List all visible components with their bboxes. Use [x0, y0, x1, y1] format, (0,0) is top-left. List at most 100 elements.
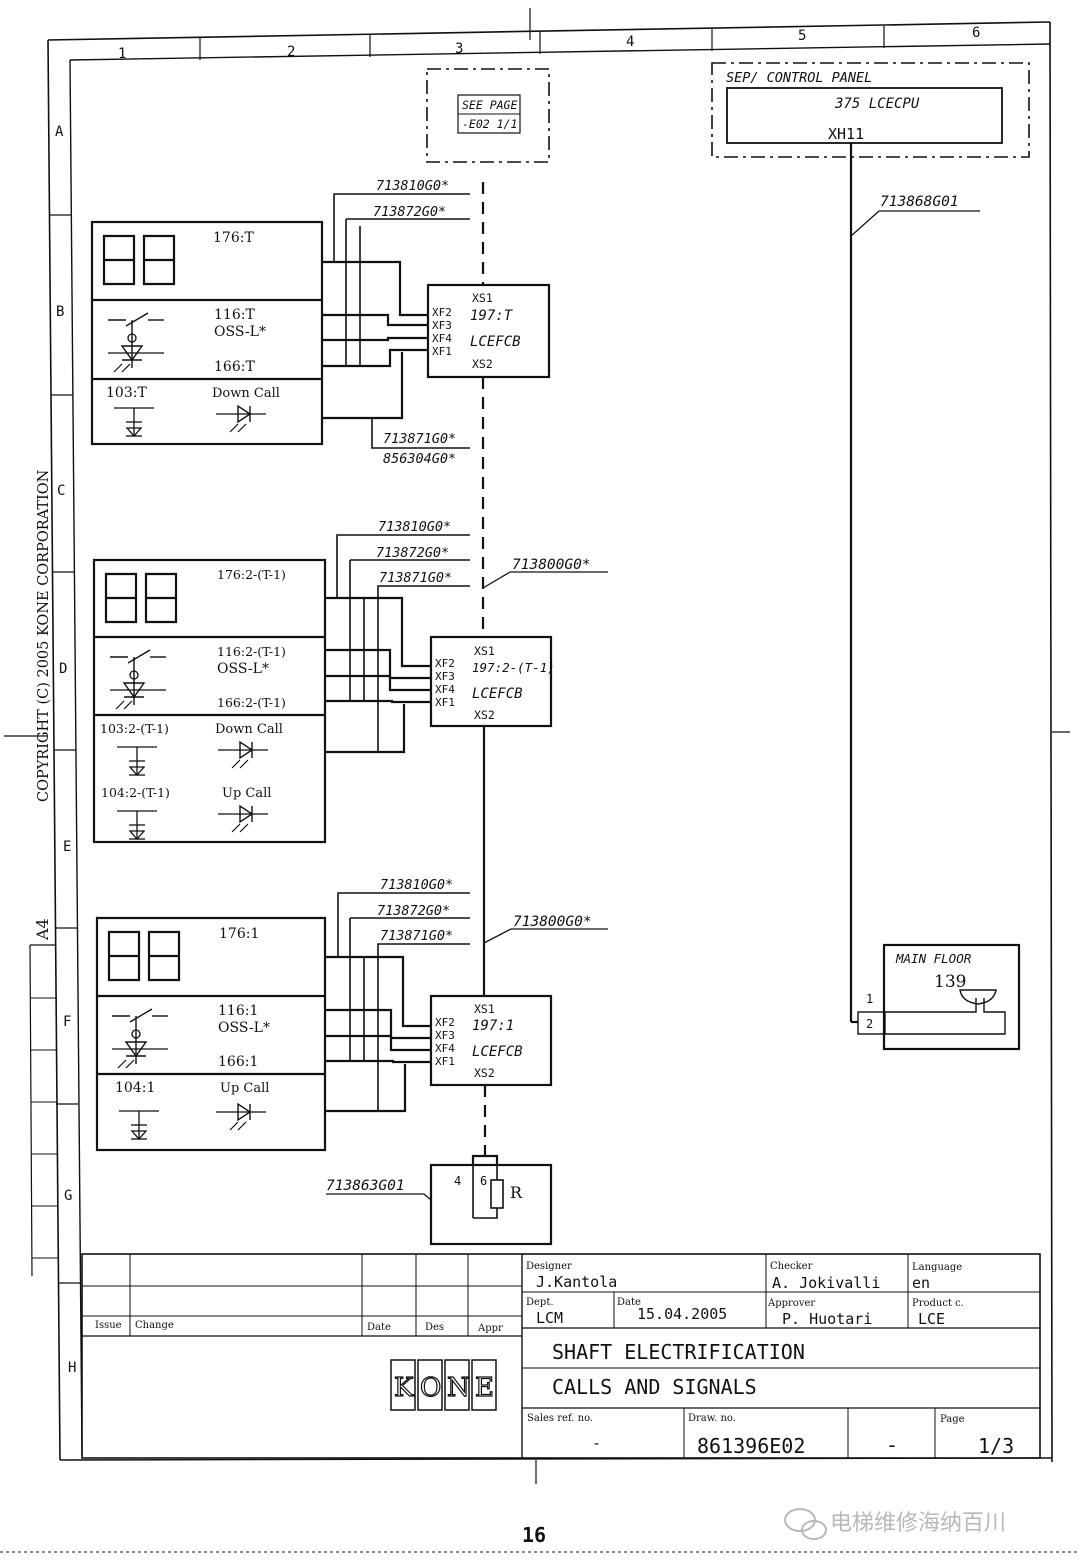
group2-board-xs2: XS2 — [474, 708, 495, 722]
group1-cable-bottom-2: 856304G0* — [383, 451, 456, 467]
main-floor-cable — [849, 143, 980, 1024]
seven-segment-display-icon — [107, 930, 181, 982]
group3-board-xs2: XS2 — [474, 1066, 495, 1080]
column-label-2: 2 — [287, 44, 295, 60]
group3-board-xs1: XS1 — [474, 1002, 495, 1016]
kone-logo-letter-n: N — [447, 1373, 470, 1403]
terminator-resistor-label: R — [510, 1183, 523, 1202]
row-label-h: H — [68, 1360, 76, 1376]
group2-board-type: LCEFCB — [472, 686, 523, 702]
group-ground-floor — [95, 892, 553, 1152]
watermark-text: 电梯维修海纳百川 — [830, 1511, 1006, 1536]
copyright-text: COPYRIGHT (C) 2005 KONE CORPORATION — [36, 469, 52, 802]
row-label-d: D — [59, 661, 67, 677]
group1-pin-xf1: XF1 — [432, 345, 452, 358]
seven-segment-display-icon — [104, 572, 178, 624]
drawing-title-line2: CALLS AND SIGNALS — [552, 1375, 757, 1399]
group1-pin-xf3: XF3 — [432, 319, 452, 332]
drawing-number-suffix: - — [886, 1433, 898, 1457]
group1-call-code: 103:T — [106, 385, 147, 401]
group-top-floor — [90, 193, 551, 449]
group2-pin-xf1: XF1 — [435, 696, 455, 709]
group1-oss-bottom: 166:T — [214, 359, 255, 375]
group-middle-floors — [92, 534, 553, 844]
terminator-cable-label: 713863G01 — [326, 1178, 405, 1194]
terminator-pin-6: 6 — [480, 1174, 487, 1188]
product-label: Product c. — [912, 1298, 964, 1309]
row-label-c: C — [57, 483, 65, 499]
title-block — [81, 1253, 1041, 1459]
group2-display-code: 176:2-(T-1) — [217, 567, 286, 582]
group1-cable-top-1: 713810G0* — [376, 178, 449, 194]
product-value: LCE — [918, 1310, 945, 1328]
seven-segment-display-icon — [102, 234, 176, 286]
terminator-pin-4: 4 — [454, 1174, 461, 1188]
group3-pin-xf4: XF4 — [435, 1042, 455, 1055]
row-label-e: E — [63, 839, 71, 855]
terminator-box — [326, 1154, 553, 1246]
see-page-line2: -E02 1/1 — [462, 117, 517, 131]
control-panel-title: SEP/ CONTROL PANEL — [726, 70, 872, 86]
group3-pin-xf2: XF2 — [435, 1016, 455, 1029]
group1-oss-top: 116:T — [214, 307, 255, 323]
page-label: Page — [940, 1414, 965, 1425]
group1-pin-xf2: XF2 — [432, 306, 452, 319]
group2-pin-xf4: XF4 — [435, 683, 455, 696]
group2-call-code-1: 103:2-(T-1) — [100, 721, 169, 736]
column-label-6: 6 — [972, 25, 980, 41]
group2-cable-top-3: 713871G0* — [379, 570, 452, 586]
page-value: 1/3 — [978, 1434, 1014, 1458]
paper-size-label: A4 — [33, 918, 52, 941]
call-button-icon — [117, 746, 157, 776]
oss-light-switch-icon — [112, 1008, 168, 1069]
kone-logo — [390, 1359, 497, 1411]
group2-board-xs1: XS1 — [474, 644, 495, 658]
main-floor-code: 139 — [934, 972, 966, 992]
group1-board-xs1: XS1 — [472, 291, 493, 305]
row-label-a: A — [55, 124, 64, 140]
date-label: Date — [617, 1297, 641, 1308]
page-number: 16 — [522, 1523, 546, 1547]
designer-value: J.Kantola — [536, 1273, 617, 1291]
oss-light-switch-icon — [108, 312, 164, 373]
group2-oss-top: 116:2-(T-1) — [217, 644, 286, 659]
titleblock-date-col-label: Date — [367, 1322, 391, 1333]
group2-call-label-1: Down Call — [215, 722, 283, 737]
group3-oss-name: OSS-L* — [218, 1020, 270, 1036]
call-lamp-icon — [218, 740, 268, 769]
oss-light-switch-icon — [110, 649, 166, 710]
column-label-1: 1 — [118, 46, 126, 62]
group2-oss-name: OSS-L* — [217, 661, 269, 677]
titleblock-des-col-label: Des — [425, 1322, 444, 1333]
bus-cable-label-1: 713800G0* — [512, 557, 591, 573]
column-label-4: 4 — [626, 34, 634, 50]
group1-cable-bottom-1: 713871G0* — [383, 431, 456, 447]
dept-label: Dept. — [526, 1297, 554, 1308]
group1-oss-name: OSS-L* — [214, 324, 266, 340]
kone-logo-letter-e: E — [475, 1373, 494, 1403]
group3-oss-top: 116:1 — [218, 1003, 258, 1019]
see-page-box — [426, 68, 550, 163]
group2-call-code-2: 104:2-(T-1) — [101, 785, 170, 800]
group3-oss-bottom: 166:1 — [218, 1054, 258, 1070]
group1-display-code: 176:T — [213, 230, 254, 246]
group2-cable-top-2: 713872G0* — [376, 545, 449, 561]
control-panel-cpu: 375 LCECPU — [834, 96, 920, 112]
call-lamp-icon — [218, 804, 268, 833]
drawing-number-value: 861396E02 — [697, 1434, 805, 1458]
sheet-frame — [4, 8, 1070, 1484]
designer-label: Designer — [526, 1261, 572, 1272]
group2-pin-xf3: XF3 — [435, 670, 455, 683]
approver-label: Approver — [767, 1298, 815, 1309]
main-floor-pin-2: 2 — [866, 1017, 873, 1031]
group1-call-label: Down Call — [212, 386, 280, 401]
group1-board-type: LCEFCB — [470, 334, 521, 350]
bus-cable-label-2: 713800G0* — [513, 914, 592, 930]
language-label: Language — [912, 1262, 962, 1273]
group3-board-name: 197:1 — [472, 1018, 514, 1034]
main-floor-title: MAIN FLOOR — [895, 951, 972, 966]
drawing-number-label: Draw. no. — [688, 1413, 736, 1424]
group3-cable-top-2: 713872G0* — [377, 903, 450, 919]
column-label-3: 3 — [455, 41, 463, 57]
